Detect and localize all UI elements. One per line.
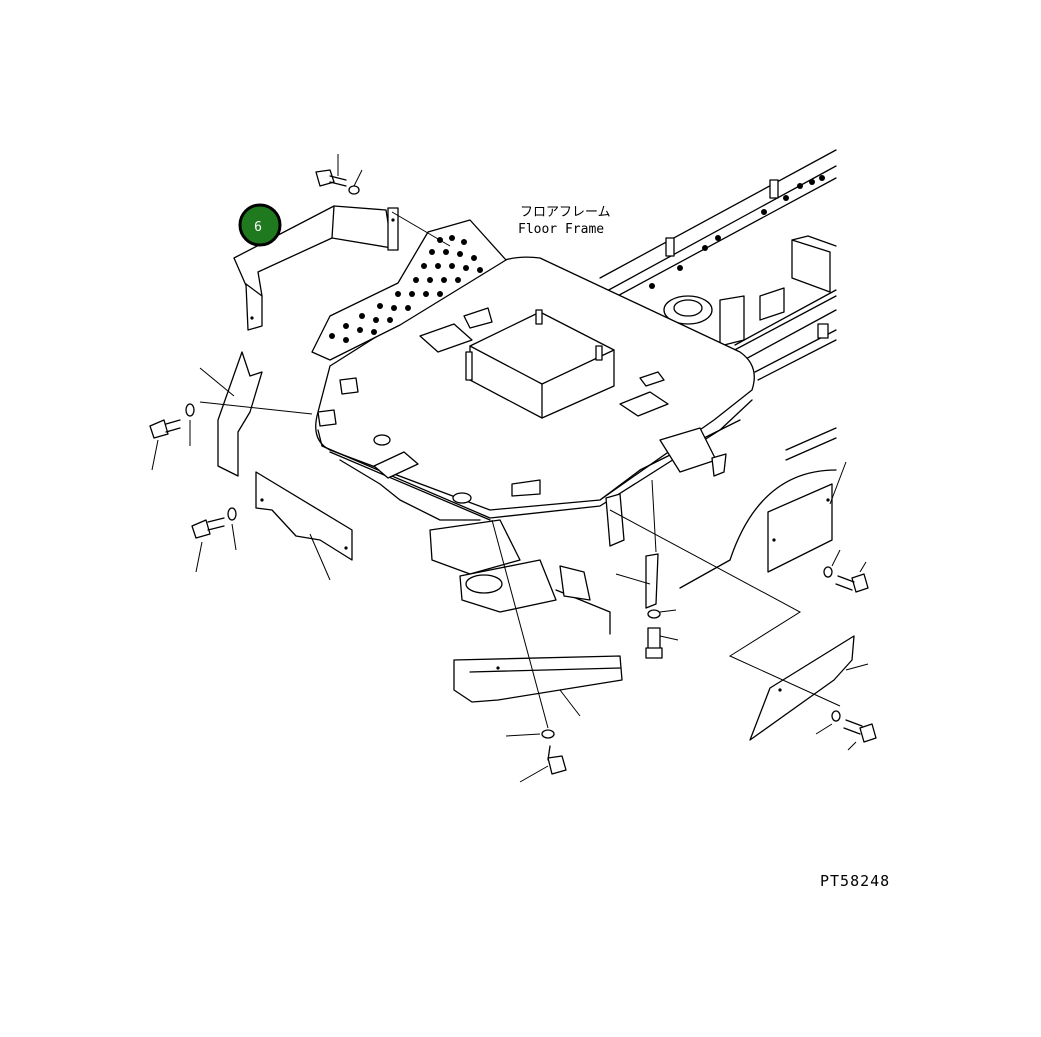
bolt-lower-left	[191, 507, 237, 573]
cover-lower-center	[453, 519, 623, 783]
floor-frame-plate	[311, 219, 755, 635]
cover-left	[149, 351, 313, 477]
figure-code: PT58248	[820, 872, 890, 890]
bolt-right-upper	[823, 549, 869, 593]
floor-frame-label-en: Floor Frame	[518, 222, 604, 237]
bolt-right-lower	[815, 710, 877, 751]
floor-frame-label-jp: フロアフレーム	[520, 205, 611, 220]
cover-bracket-upper	[233, 154, 451, 331]
callout-6[interactable]: 6	[238, 203, 282, 247]
cover-right-upper	[679, 427, 869, 593]
bracket-center	[615, 479, 679, 659]
callout-6-marker	[238, 203, 282, 247]
bolt-left	[149, 403, 195, 471]
callout-6-number: 6	[254, 220, 262, 235]
cover-right-lower	[609, 509, 877, 751]
cover-lower-left	[191, 471, 353, 581]
bolt-lower-center	[505, 729, 567, 783]
side-frame-rails	[599, 149, 837, 381]
bolt-top	[315, 154, 363, 195]
